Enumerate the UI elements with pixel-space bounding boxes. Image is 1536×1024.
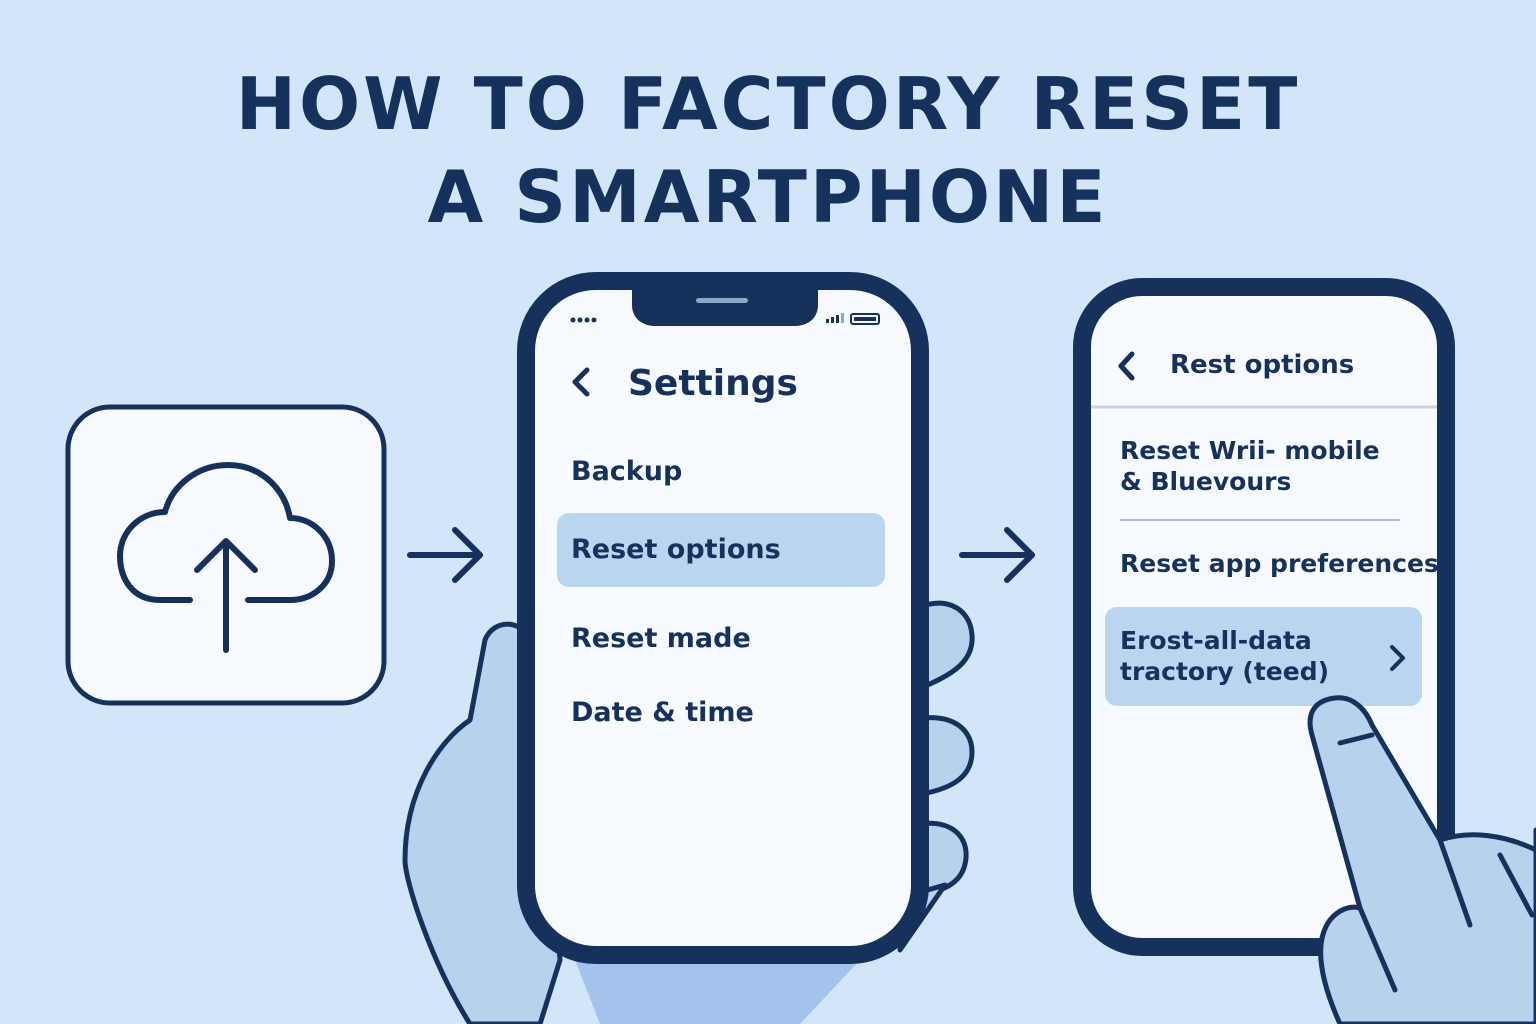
arrow-right-icon	[959, 527, 1035, 583]
signal-strength-icon	[826, 313, 844, 323]
phone-settings	[517, 272, 929, 964]
chevron-left-icon[interactable]	[572, 367, 590, 397]
chevron-left-icon[interactable]	[1118, 351, 1135, 381]
settings-item-backup[interactable]: Backup	[571, 456, 683, 487]
settings-header: Settings	[628, 363, 798, 404]
settings-item-date-time[interactable]: Date & time	[571, 697, 754, 728]
arrow-right-icon	[407, 527, 483, 583]
reset-item-line-1: Reset Wrii- mobile	[1120, 436, 1380, 465]
reset-item-wifi-bluetooth[interactable]: Reset Wrii- mobile & Bluevours	[1120, 435, 1410, 505]
reset-options-header: Rest options	[1170, 350, 1355, 380]
reset-item-line-2: tractory (teed)	[1120, 657, 1330, 686]
settings-item-reset-made[interactable]: Reset made	[571, 623, 751, 654]
page-title-line-2: A SMARTPHONE	[427, 155, 1109, 239]
settings-item-label: Reset options	[571, 534, 781, 565]
reset-item-line-1: Erost-all-data	[1120, 626, 1312, 655]
reset-item-erase-all-data[interactable]: Erost-all-data tractory (teed)	[1105, 607, 1422, 706]
battery-icon	[850, 313, 880, 325]
reset-item-line-2: & Bluevours	[1120, 467, 1292, 496]
chevron-right-icon	[1390, 645, 1405, 671]
signal-dots	[570, 317, 597, 323]
reset-item-app-preferences[interactable]: Reset app preferences	[1120, 549, 1439, 578]
settings-item-reset-options[interactable]	[557, 513, 885, 587]
cloud-upload-card	[65, 404, 387, 706]
page-title-line-1: HOW TO FACTORY RESET	[235, 62, 1301, 146]
cloud-upload-icon	[117, 462, 335, 653]
